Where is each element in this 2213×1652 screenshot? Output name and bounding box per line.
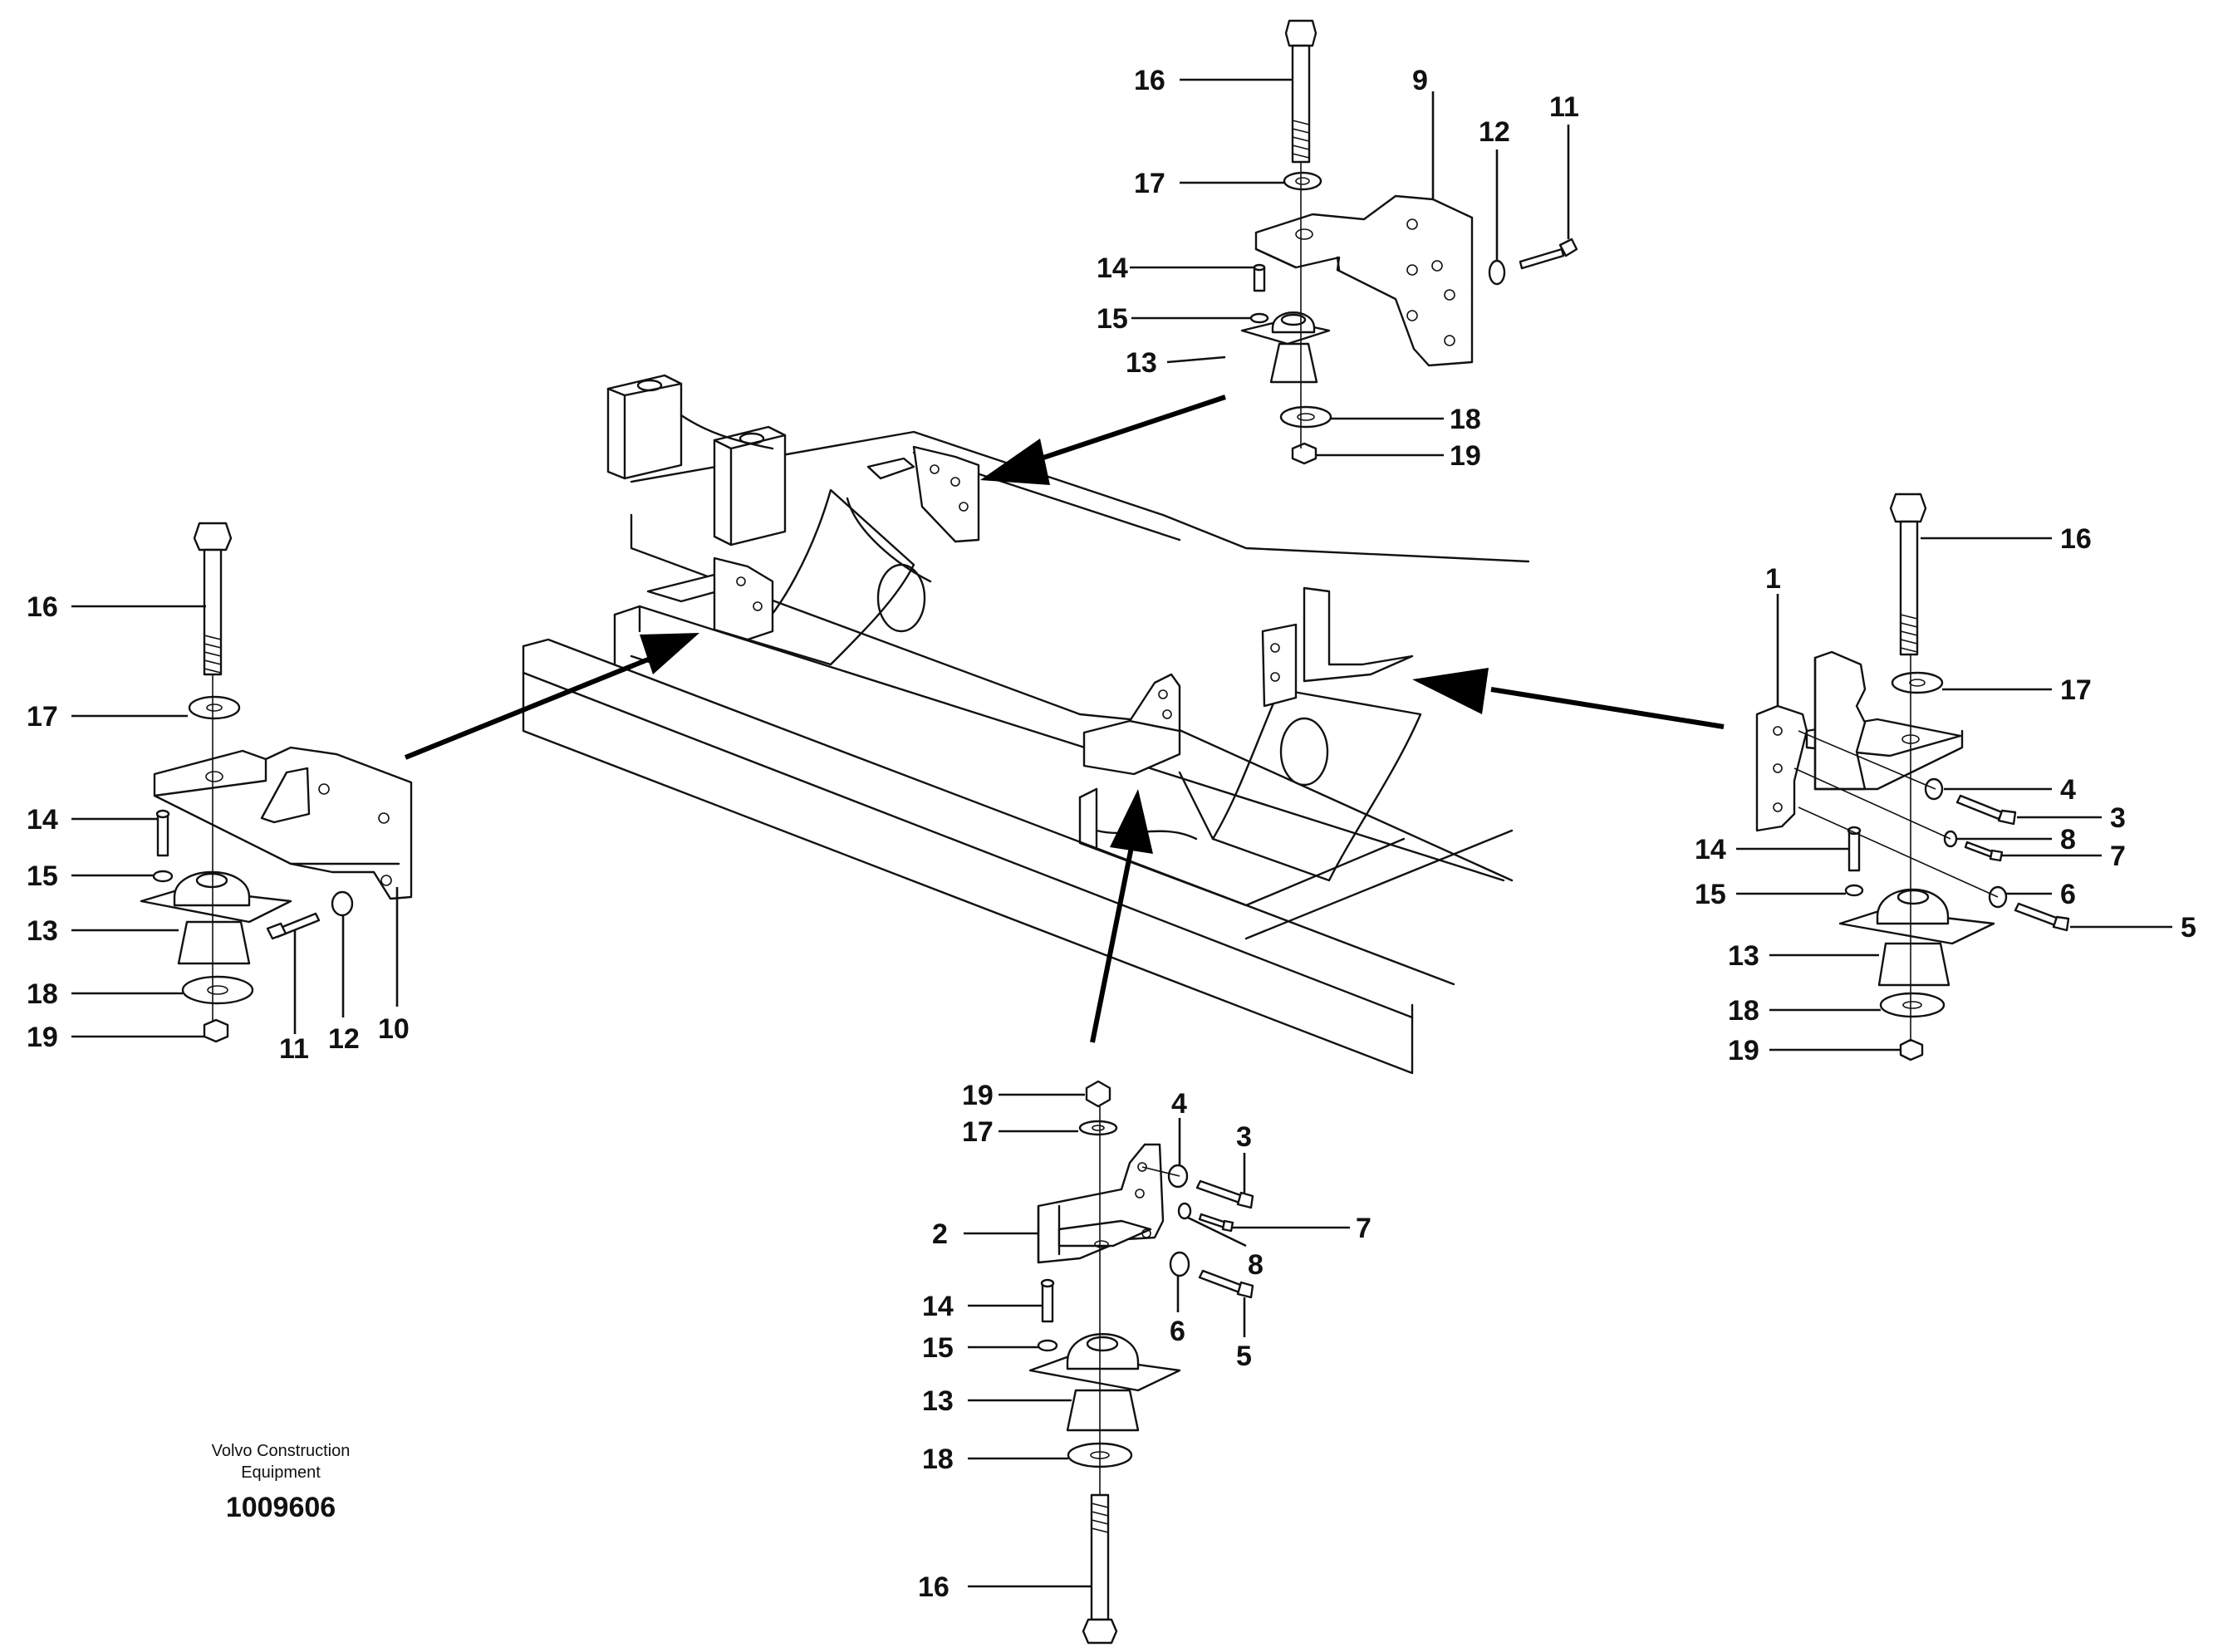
callout-bottom-3: 3 bbox=[1236, 1121, 1252, 1153]
bottom-mount-assembly: 19 17 4 3 2 7 8 14 6 5 15 13 18 16 bbox=[918, 1080, 1371, 1645]
callout-right-14: 14 bbox=[1695, 834, 1726, 865]
callout-left-13: 13 bbox=[27, 915, 58, 947]
callout-top-9: 9 bbox=[1412, 65, 1428, 96]
frame-assembly bbox=[522, 374, 1530, 1075]
arrow-top-to-frame bbox=[1025, 395, 1226, 466]
callout-bottom-13: 13 bbox=[922, 1385, 954, 1417]
part-number: 1009606 bbox=[226, 1492, 336, 1523]
callout-right-6: 6 bbox=[2060, 879, 2076, 910]
callout-top-19: 19 bbox=[1450, 440, 1481, 472]
callout-top-12: 12 bbox=[1479, 116, 1510, 148]
arrow-bottom-to-frame bbox=[1090, 846, 1134, 1043]
callout-right-8: 8 bbox=[2060, 824, 2076, 855]
callout-right-15: 15 bbox=[1695, 879, 1726, 910]
callout-right-18: 18 bbox=[1728, 995, 1759, 1027]
callout-right-13: 13 bbox=[1728, 940, 1759, 972]
callout-bottom-8: 8 bbox=[1248, 1249, 1264, 1281]
callout-right-7: 7 bbox=[2110, 841, 2126, 872]
arrow-right-to-frame bbox=[1490, 687, 1725, 729]
pointer-arrows bbox=[404, 395, 1725, 1043]
callout-top-11: 11 bbox=[1549, 91, 1579, 123]
top-mount-assembly: 16 17 14 15 13 9 12 11 18 19 bbox=[1097, 19, 1579, 472]
callout-right-17: 17 bbox=[2060, 674, 2092, 706]
arrow-head bbox=[1110, 789, 1153, 854]
callout-right-3: 3 bbox=[2110, 802, 2126, 834]
callout-bottom-14: 14 bbox=[922, 1291, 954, 1322]
callout-bottom-4: 4 bbox=[1171, 1088, 1187, 1120]
left-mount-assembly: 16 17 14 15 13 18 19 11 12 10 bbox=[27, 522, 413, 1065]
callout-right-19: 19 bbox=[1728, 1035, 1759, 1066]
callout-left-18: 18 bbox=[27, 978, 58, 1010]
callout-right-4: 4 bbox=[2060, 774, 2076, 806]
callout-top-17: 17 bbox=[1134, 168, 1165, 199]
callout-right-5: 5 bbox=[2181, 912, 2196, 944]
arrow-head bbox=[1412, 668, 1489, 714]
credit-line-1: Volvo Construction bbox=[212, 1442, 351, 1460]
callout-bottom-19: 19 bbox=[962, 1080, 994, 1111]
callout-left-16: 16 bbox=[27, 591, 58, 623]
callout-left-15: 15 bbox=[27, 860, 58, 892]
callout-top-15: 15 bbox=[1097, 303, 1128, 335]
callout-bottom-2: 2 bbox=[932, 1218, 948, 1250]
callout-bottom-16: 16 bbox=[918, 1571, 949, 1603]
callout-top-14: 14 bbox=[1097, 252, 1128, 284]
arrow-left-to-frame bbox=[404, 654, 658, 760]
callout-top-16: 16 bbox=[1134, 65, 1165, 96]
credit-line-2: Equipment bbox=[241, 1463, 321, 1482]
callout-left-17: 17 bbox=[27, 701, 58, 733]
callout-top-18: 18 bbox=[1450, 404, 1481, 435]
callout-bottom-7: 7 bbox=[1356, 1213, 1371, 1244]
callout-bottom-6: 6 bbox=[1170, 1316, 1185, 1347]
right-mount-assembly: 1 16 17 4 3 8 7 14 15 6 5 13 18 19 bbox=[1695, 493, 2196, 1066]
callout-left-11: 11 bbox=[279, 1033, 309, 1065]
arrow-head bbox=[980, 439, 1050, 485]
callout-left-14: 14 bbox=[27, 804, 58, 836]
callout-right-1: 1 bbox=[1765, 563, 1781, 595]
callout-top-13: 13 bbox=[1126, 347, 1157, 379]
callout-left-19: 19 bbox=[27, 1022, 58, 1053]
callout-left-12: 12 bbox=[328, 1023, 360, 1055]
bolt-head bbox=[1284, 19, 1317, 47]
callout-right-16: 16 bbox=[2060, 523, 2092, 555]
callout-left-10: 10 bbox=[378, 1013, 410, 1045]
arrow-head bbox=[640, 633, 699, 674]
callout-bottom-17: 17 bbox=[962, 1116, 994, 1148]
callout-bottom-18: 18 bbox=[922, 1444, 954, 1475]
credit-block: Volvo Construction Equipment 1009606 bbox=[212, 1442, 351, 1523]
callout-bottom-5: 5 bbox=[1236, 1341, 1252, 1372]
callout-bottom-15: 15 bbox=[922, 1332, 954, 1364]
